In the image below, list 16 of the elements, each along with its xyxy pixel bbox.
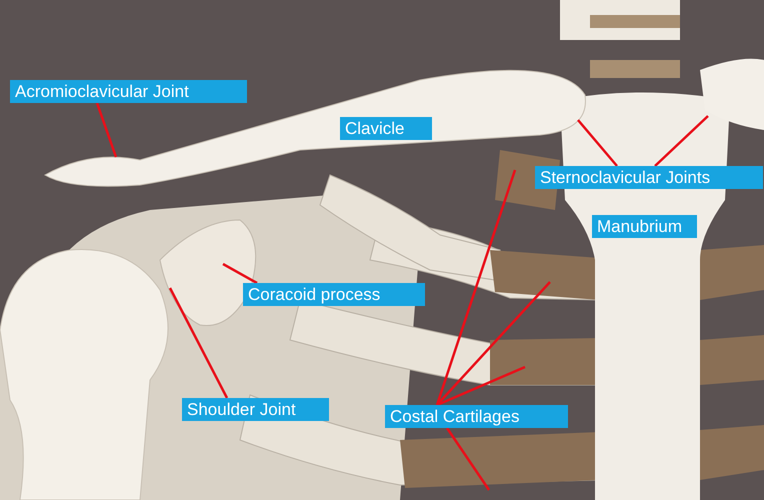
leader-line: [168, 287, 228, 399]
leader-line: [654, 115, 709, 167]
part-label: Shoulder Joint: [182, 398, 329, 421]
leader-line: [577, 119, 618, 167]
leader-line: [96, 102, 118, 158]
leader-line: [436, 281, 551, 406]
leader-line: [446, 427, 490, 491]
part-label: Costal Cartilages: [385, 405, 568, 428]
part-label: Sternoclavicular Joints: [535, 166, 763, 189]
part-label: Manubrium: [592, 215, 697, 238]
leader-line: [222, 262, 258, 284]
leader-line: [436, 170, 516, 406]
part-label: Clavicle: [340, 117, 432, 140]
part-label: Coracoid process: [243, 283, 425, 306]
part-label: Acromioclavicular Joint: [10, 80, 247, 103]
leader-line: [436, 366, 526, 406]
